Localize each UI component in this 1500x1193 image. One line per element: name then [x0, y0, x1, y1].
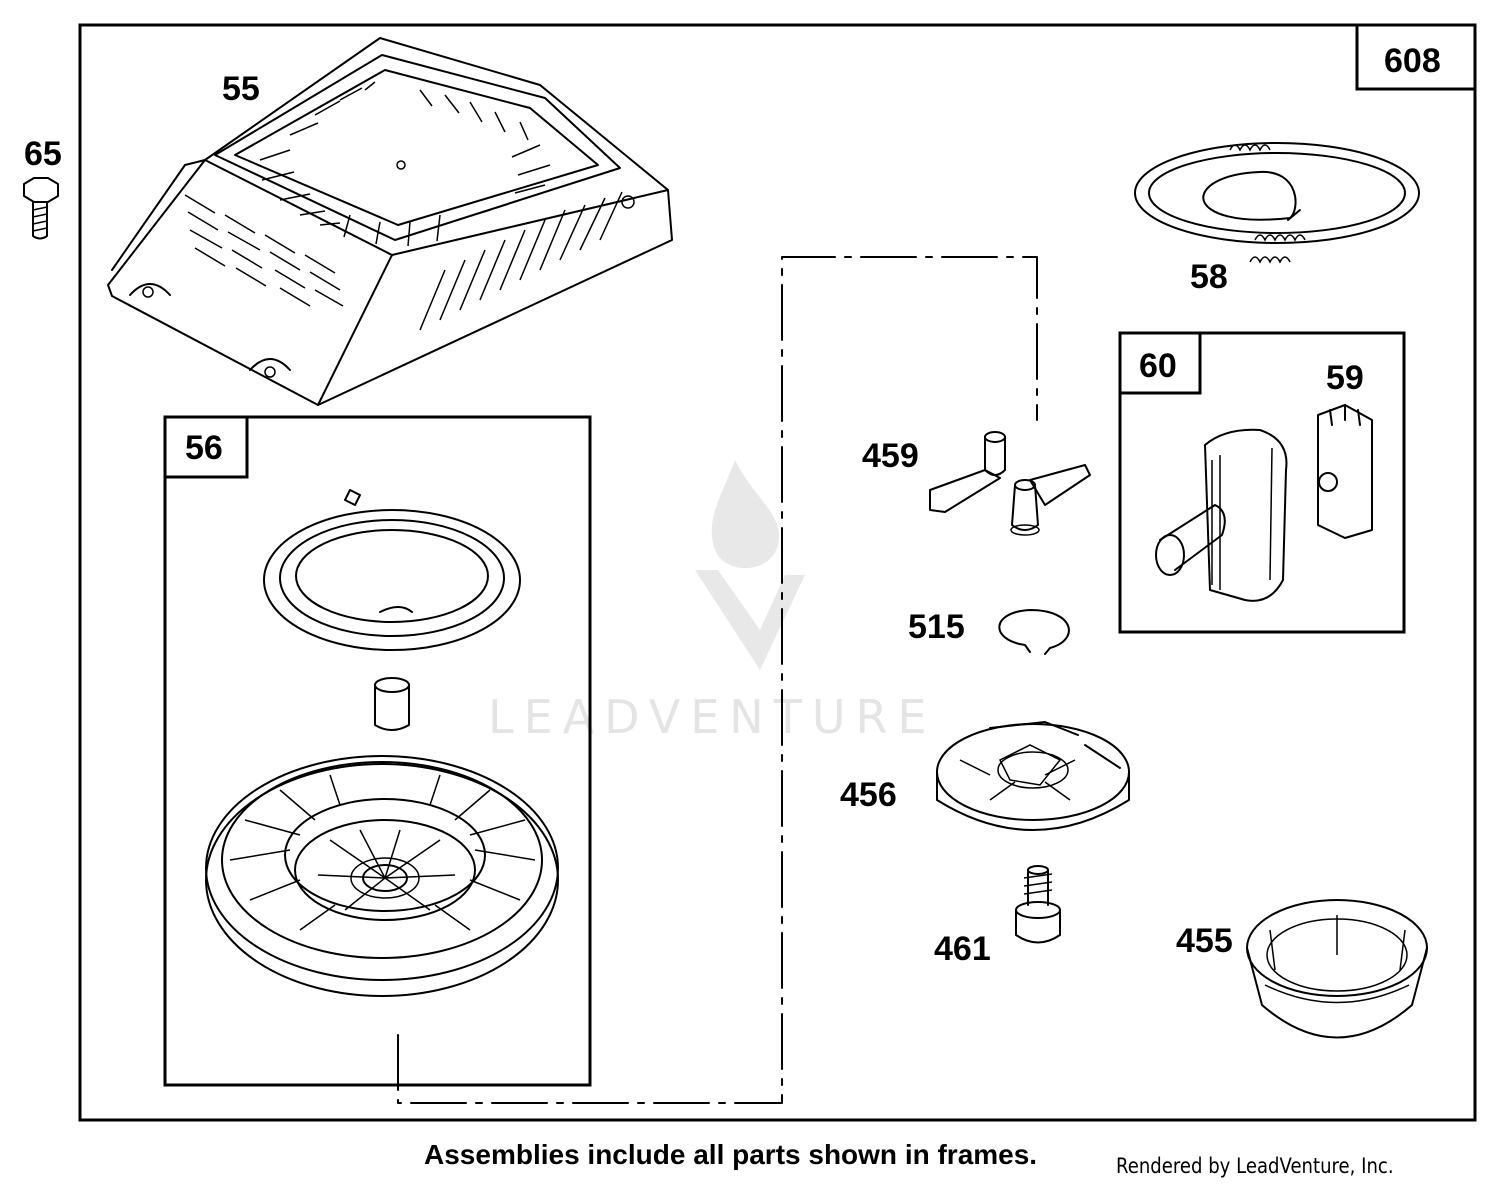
frame-56 — [163, 415, 592, 1087]
label-459: 459 — [862, 437, 919, 475]
screw-461 — [1015, 865, 1061, 944]
assembly-connector — [397, 256, 1038, 1104]
label-455: 455 — [1176, 922, 1233, 960]
retainer-456 — [936, 721, 1130, 831]
label-56: 56 — [185, 429, 223, 467]
starter-handle — [1155, 428, 1288, 602]
blower-housing-55 — [107, 37, 673, 406]
bolt-65 — [23, 177, 59, 240]
main-frame — [78, 23, 1477, 1122]
label-65: 65 — [24, 135, 62, 173]
frame-60 — [1118, 331, 1406, 634]
rendered-by-credit: Rendered by LeadVenture, Inc. — [1116, 1154, 1394, 1178]
spring-pin — [374, 677, 410, 731]
housing-vents — [259, 81, 551, 247]
assemblies-note: Assemblies include all parts shown in fr… — [424, 1139, 1038, 1170]
label-461: 461 — [934, 930, 991, 968]
watermark-text: LEADVENTURE — [488, 690, 937, 744]
starter-cup-455 — [1246, 899, 1428, 1039]
assembly-number-box — [1355, 23, 1477, 91]
assembly-number: 608 — [1384, 42, 1441, 80]
leadventure-watermark: LEADVENTURE — [488, 460, 937, 744]
label-456: 456 — [840, 776, 897, 814]
frame-56-label-box — [163, 415, 249, 479]
label-55: 55 — [222, 70, 260, 108]
side-vents-right — [419, 191, 623, 331]
label-60: 60 — [1139, 347, 1177, 385]
starter-rope-58 — [1134, 142, 1420, 264]
label-59: 59 — [1326, 359, 1364, 397]
starter-pulley — [205, 755, 559, 997]
retainer-ring-515 — [998, 609, 1070, 655]
starter-dogs-459 — [929, 431, 1091, 536]
label-515: 515 — [908, 608, 965, 646]
label-58: 58 — [1190, 258, 1228, 296]
side-vents-left — [184, 194, 344, 307]
recoil-spring — [263, 489, 521, 651]
frame-60-label-box — [1118, 331, 1202, 395]
handle-insert-59 — [1317, 404, 1373, 539]
